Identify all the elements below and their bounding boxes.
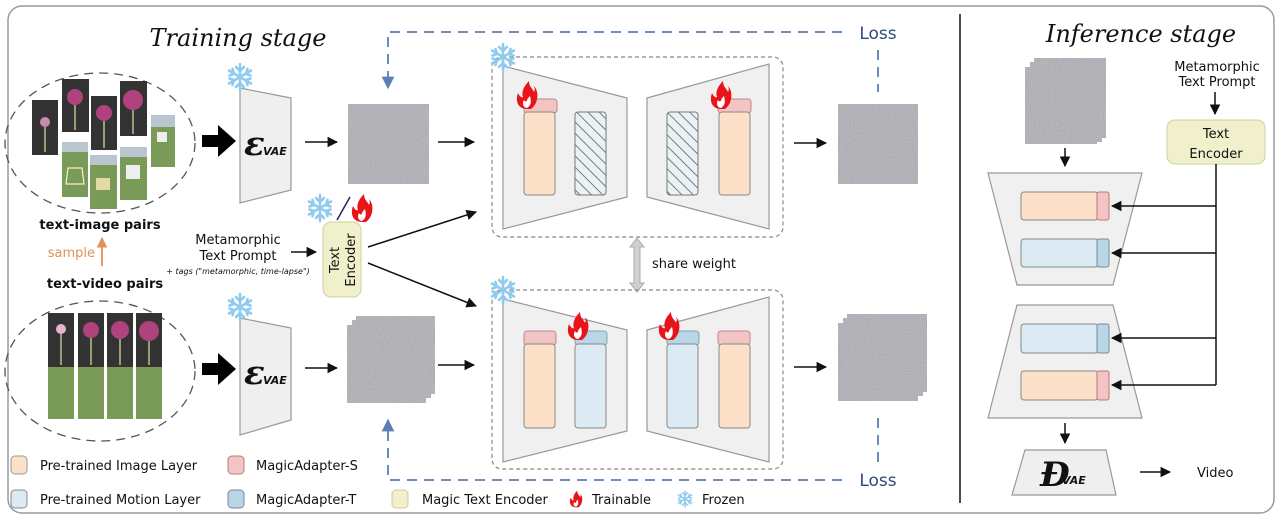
legend-item-magicadapter-s: MagicAdapter-S <box>227 455 358 475</box>
decoder-symbol: Đ <box>1039 455 1070 495</box>
legend-item-magicadapter-t: MagicAdapter-T <box>227 489 356 509</box>
motion-layer-block <box>666 343 699 429</box>
image-thumbnail <box>120 81 147 136</box>
text-encoder-line2: Encoder <box>344 233 359 287</box>
legend: Pre-trained Image Layer MagicAdapter-S P… <box>10 455 745 509</box>
text-encoder-block: Text Encoder <box>322 221 362 298</box>
image-layer-block <box>523 343 556 429</box>
magicadapter-t-block <box>1096 323 1110 354</box>
prompt-line1: Metamorphic <box>195 233 281 248</box>
encoder-to-unet-top-arrow <box>367 209 477 248</box>
svg-text:Pre-trained Image Layer: Pre-trained Image Layer <box>40 459 198 474</box>
motion-layer-block <box>1020 323 1099 354</box>
inference-unet-down <box>987 172 1143 286</box>
outer-frame <box>7 5 1275 514</box>
inference-stage-title: Inference stage <box>1045 20 1236 48</box>
share-weight-label: share weight <box>652 257 736 272</box>
predicted-noise-stack <box>837 313 928 402</box>
magicadapter-s-block <box>523 330 557 346</box>
image-thumbnail <box>151 115 175 167</box>
vae-encoder-top: ε VAE <box>239 87 292 204</box>
loss-label-top: Loss <box>859 24 896 44</box>
legend-item-image-layer: Pre-trained Image Layer <box>10 455 198 475</box>
text-condition-lines <box>1110 164 1217 391</box>
motion-layer-disabled-block <box>574 111 607 196</box>
big-arrow-bottom <box>202 353 236 385</box>
video-frame <box>107 313 133 419</box>
motion-layer-disabled-block <box>666 111 699 196</box>
vae-symbol: ε <box>244 353 265 393</box>
image-layer-block <box>718 343 751 429</box>
predicted-noise-image <box>838 104 918 184</box>
legend-item-motion-layer: Pre-trained Motion Layer <box>10 489 201 509</box>
image-layer-block <box>1020 370 1099 401</box>
big-arrow-top <box>202 125 236 157</box>
prompt-tags: + tags ("metamorphic, time-lapse") <box>166 267 310 276</box>
image-thumbnail <box>62 142 88 197</box>
video-frame <box>78 313 104 419</box>
magicadapter-s-block <box>1096 370 1110 401</box>
image-thumbnail <box>91 96 117 150</box>
share-weight-arrow <box>628 237 646 293</box>
text-encoder-line1: Text <box>328 247 343 274</box>
vae-encoder-bottom: ε VAE <box>239 317 292 436</box>
prompt-line2: Text Prompt <box>198 249 276 264</box>
svg-text:Magic Text Encoder: Magic Text Encoder <box>422 493 549 508</box>
image-thumbnail <box>62 79 89 132</box>
svg-text:Pre-trained Motion Layer: Pre-trained Motion Layer <box>40 493 201 508</box>
motion-layer-block <box>1020 238 1099 268</box>
svg-text:MagicAdapter-T: MagicAdapter-T <box>256 493 356 508</box>
svg-text:Trainable: Trainable <box>591 493 651 508</box>
legend-item-text-encoder: Magic Text Encoder <box>391 489 549 509</box>
vae-subscript: VAE <box>263 374 287 387</box>
magicadapter-s-block <box>717 330 751 346</box>
vae-symbol: ε <box>244 124 265 164</box>
image-layer-block <box>718 111 751 196</box>
vae-decoder: Đ VAE <box>1011 449 1117 496</box>
image-layer-block <box>1020 191 1099 221</box>
image-thumbnail <box>120 147 147 200</box>
video-frame <box>48 313 74 419</box>
image-thumbnail <box>32 100 58 155</box>
image-thumbnail <box>90 155 117 209</box>
inf-prompt-line2: Text Prompt <box>1177 75 1255 90</box>
svg-text:Text: Text <box>1202 127 1229 142</box>
motion-layer-block <box>574 343 607 429</box>
svg-text:Encoder: Encoder <box>1189 147 1243 162</box>
text-video-pairs-label: text-video pairs <box>47 277 163 292</box>
training-stage-title: Training stage <box>150 24 327 52</box>
legend-item-frozen: Frozen <box>677 490 745 508</box>
inference-noise-stack <box>1024 57 1107 145</box>
inference-unet-up <box>987 304 1143 419</box>
video-frame <box>136 313 162 419</box>
text-image-pairs-label: text-image pairs <box>39 218 160 233</box>
svg-text:MagicAdapter-S: MagicAdapter-S <box>256 459 358 474</box>
loss-path-top <box>381 31 879 92</box>
loss-path-bottom <box>381 418 879 481</box>
latent-noise-image <box>348 104 429 184</box>
vae-subscript: VAE <box>263 145 287 158</box>
latent-noise-stack <box>346 315 436 404</box>
encoder-to-unet-bottom-arrow <box>367 262 477 308</box>
text-video-pairs-group <box>4 300 196 442</box>
svg-text:Frozen: Frozen <box>702 493 745 508</box>
legend-item-trainable: Trainable <box>569 490 651 508</box>
inference-text-encoder: Text Encoder <box>1166 119 1266 165</box>
video-output-label: Video <box>1197 466 1233 481</box>
magicadapter-s-block <box>1096 191 1110 221</box>
sample-label: sample <box>48 246 95 261</box>
decoder-subscript: VAE <box>1062 474 1086 487</box>
text-image-pairs-group <box>4 72 196 214</box>
unet-video-branch <box>491 289 784 470</box>
magicadapter-t-block <box>1096 238 1110 268</box>
slash-divider <box>336 196 351 221</box>
inf-prompt-line1: Metamorphic <box>1174 60 1260 75</box>
image-layer-block <box>523 111 556 196</box>
loss-label-bottom: Loss <box>859 471 896 491</box>
